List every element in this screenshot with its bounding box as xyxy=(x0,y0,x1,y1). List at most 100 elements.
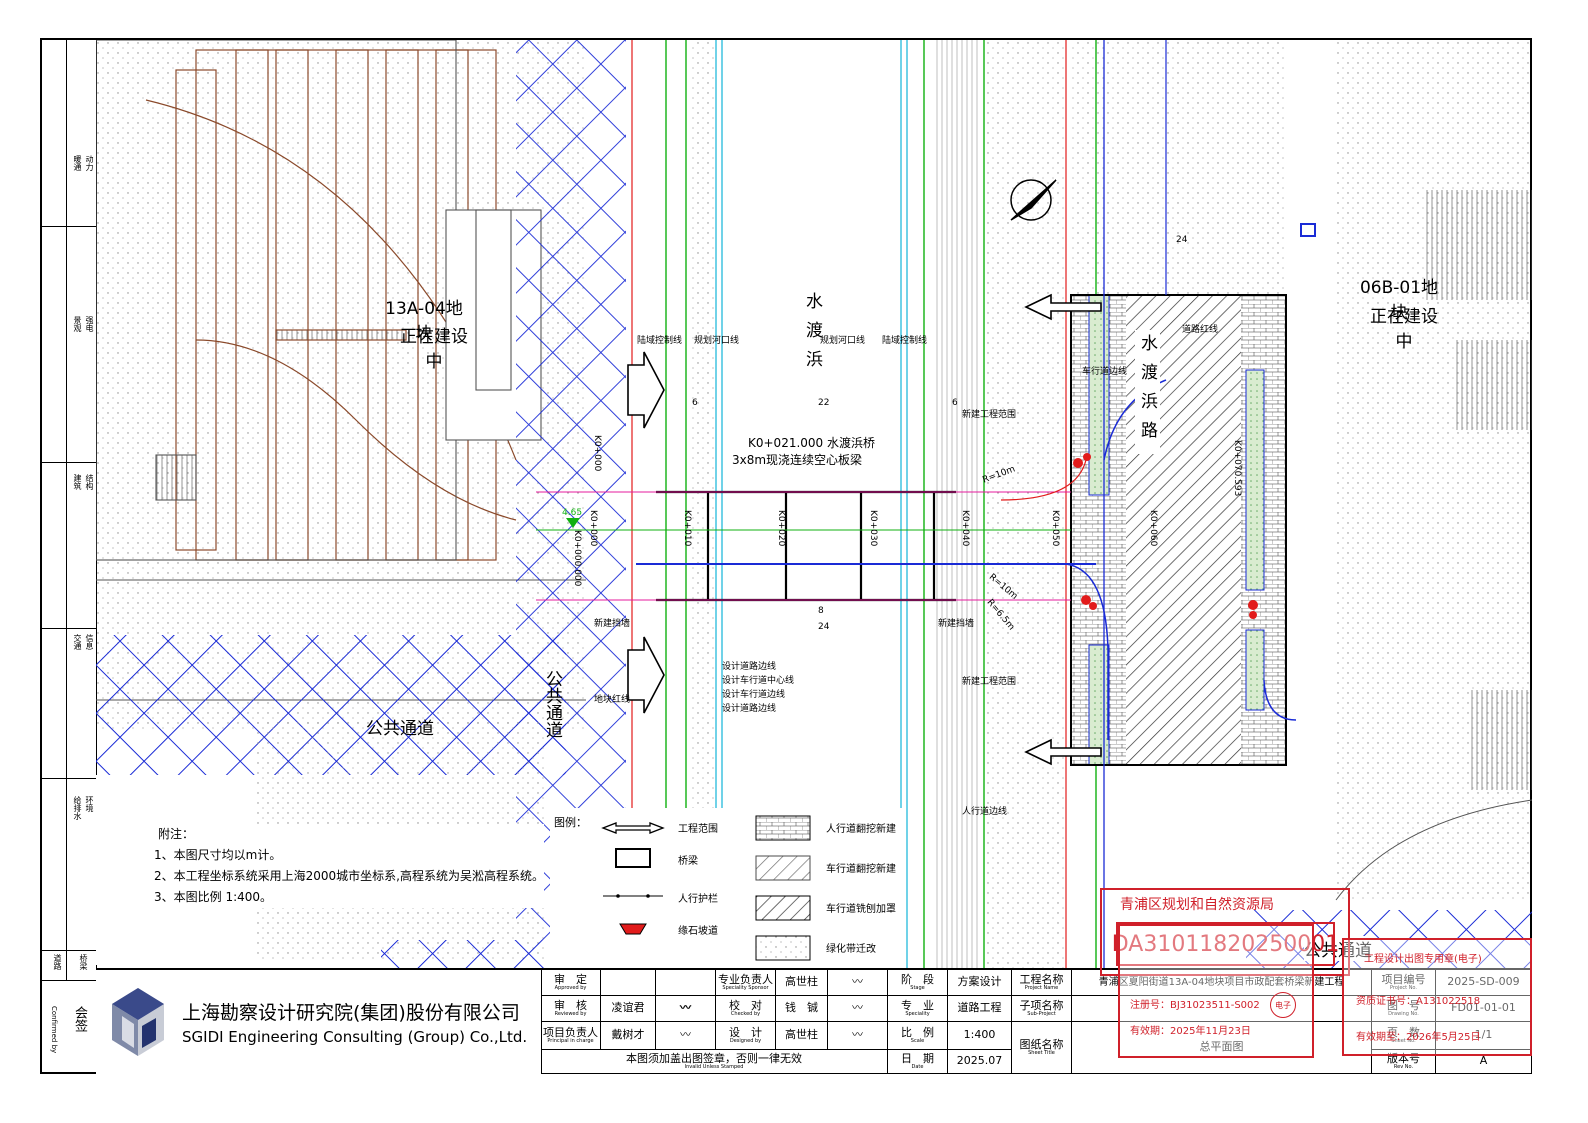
station-label: K0+070.593 xyxy=(1232,440,1242,497)
legend: 图例： 工程范围 桥梁 人行护栏 缘石坡道 人行道翻挖新建 车行道翻挖新建 车行… xyxy=(550,808,902,978)
bureau-name: 青浦区规划和自然资源局 xyxy=(1120,897,1274,913)
design-lines: 设计道路边线 设计车行道中心线 设计车行道边线 设计道路边线 xyxy=(722,660,794,716)
control-line-label: 陆域控制线 xyxy=(882,336,928,346)
project-value: 青浦区夏阳街道13A-04地块项目市政配套桥梁新建工程 xyxy=(1072,970,1372,996)
strip-label: 建筑 xyxy=(73,474,82,490)
strip-row-3: 建筑 结构 xyxy=(42,462,96,629)
reviewed-signature: 〰 xyxy=(656,996,716,1022)
legend-label: 车行道铣刨加罩 xyxy=(826,904,896,915)
strip-label: 桥梁 xyxy=(79,954,88,970)
rev-value: A xyxy=(1436,1050,1532,1074)
station-label: K0+020 xyxy=(776,510,786,547)
elevation-mark: 4.65 xyxy=(562,508,583,518)
strip-label: 暖通 xyxy=(73,155,82,171)
legend-title: 图例： xyxy=(554,816,587,829)
principal-name: 戴树才 xyxy=(601,1022,656,1050)
design-line-label: 设计道路边线 xyxy=(722,704,777,714)
qualification-stamp: 工程设计出图专用章(电子) 资质证书号：A131022518 有效期至：2026… xyxy=(1342,938,1532,1056)
notes-item: 3、本图比例 1:400。 xyxy=(154,890,273,904)
station-label: K0+000 xyxy=(588,510,598,547)
date-value: 2025.07 xyxy=(948,1050,1012,1074)
parcel-east-status: 正在建设中 xyxy=(1370,307,1438,352)
company-logo-icon xyxy=(112,988,164,1056)
parcel-west-name: 13A-04地块 xyxy=(385,299,463,344)
strip-row-1: 暖通 动力 xyxy=(42,40,96,227)
notes-item: 1、本图尺寸均以m计。 xyxy=(154,848,282,862)
legend-symbols-right xyxy=(755,815,811,961)
dimension-label: 6 xyxy=(692,398,698,408)
strip-row-2: 景观 强电 xyxy=(42,226,96,463)
specialty-name: 高世柱 xyxy=(776,970,828,996)
road-red-line-label: 道路红线 xyxy=(1182,325,1219,335)
designed-signature: 〰 xyxy=(828,1022,888,1050)
station-label: K0+050 xyxy=(1050,510,1060,547)
design-line-label: 设计车行道中心线 xyxy=(722,676,795,686)
control-line-label: 规划河口线 xyxy=(694,336,740,346)
scope-label: 新建工程范围 xyxy=(962,677,1017,687)
strip-row-4: 交通 信息 xyxy=(42,628,96,779)
title-block: 上海勘察设计研究院(集团)股份有限公司 SGIDI Engineering Co… xyxy=(96,968,1532,1076)
designer-seal-stamp: 注册号：BJ31023511-S002 电子 有效期：2025年11月23日 xyxy=(1118,924,1314,1058)
parcel-east-name: 06B-01地块 xyxy=(1359,278,1439,323)
river-name: 水渡浜 xyxy=(802,292,822,379)
station-label: K0+000 xyxy=(592,435,602,472)
subproject-value xyxy=(1072,996,1372,1022)
strip-label: 强电 xyxy=(85,316,94,332)
scope-label: 新建工程范围 xyxy=(962,410,1017,420)
pedestrian-line-label: 人行道边线 xyxy=(962,807,1008,817)
legend-label: 工程范围 xyxy=(678,824,718,835)
company-name-en: SGIDI Engineering Consulting (Group) Co.… xyxy=(182,1028,528,1046)
station-label: K0+060 xyxy=(1148,510,1158,547)
company-name-zh: 上海勘察设计研究院(集团)股份有限公司 xyxy=(182,1002,520,1024)
control-line-label: 陆域控制线 xyxy=(637,336,683,346)
company-cell: 上海勘察设计研究院(集团)股份有限公司 SGIDI Engineering Co… xyxy=(96,970,542,1074)
strip-label: 动力 xyxy=(85,155,94,171)
public-passage-label-vertical: 公共通道 xyxy=(542,670,562,738)
cert-valid: 有效期至：2026年5月25日 xyxy=(1356,1032,1481,1043)
road-name: 水渡浜路 xyxy=(1135,330,1160,454)
seal-reg-no: 注册号：BJ31023511-S002 xyxy=(1130,1000,1260,1011)
stage-value: 方案设计 xyxy=(948,970,1012,996)
retaining-wall-label: 新建挡墙 xyxy=(938,619,975,629)
strip-label: 结构 xyxy=(85,474,94,490)
drawing-sheet: 暖通 动力 景观 强电 建筑 结构 交通 信息 给排水 环境 道路 桥梁 会签 xyxy=(40,38,1532,1076)
notes: 附注： 1、本图尺寸均以m计。 2、本工程坐标系统采用上海2000城市坐标系,高… xyxy=(154,824,544,908)
seal-e-mark: 电子 xyxy=(1270,992,1296,1018)
station-label: K0+040 xyxy=(960,510,970,547)
strip-label: 给排水 xyxy=(73,796,82,820)
lane-line-label: 车行道边线 xyxy=(1082,367,1128,377)
seal-valid: 有效期：2025年11月23日 xyxy=(1130,1026,1251,1037)
speciality-value: 道路工程 xyxy=(948,996,1012,1022)
notes-item: 2、本工程坐标系统采用上海2000城市坐标系,高程系统为吴淞高程系统。 xyxy=(154,869,544,883)
confirm-label: 会签 xyxy=(72,1006,87,1032)
strip-label: 信息 xyxy=(85,634,94,650)
strip-row-6: 道路 桥梁 xyxy=(42,950,96,981)
legend-symbols-left xyxy=(601,822,665,935)
legend-label: 人行道翻挖新建 xyxy=(826,824,896,835)
countersign-strip: 暖通 动力 景观 强电 建筑 结构 交通 信息 给排水 环境 道路 桥梁 会签 xyxy=(42,40,97,1074)
legend-label: 绿化带迁改 xyxy=(826,944,876,955)
strip-label: 道路 xyxy=(53,954,62,970)
strip-row-5: 给排水 环境 xyxy=(42,778,96,951)
principal-signature: 〰 xyxy=(656,1022,716,1050)
checked-signature: 〰 xyxy=(828,996,888,1022)
designed-name: 高世柱 xyxy=(776,1022,828,1050)
site-plan xyxy=(96,40,1532,968)
notes-title: 附注： xyxy=(158,827,195,841)
retaining-wall-label: 新建挡墙 xyxy=(594,619,631,629)
legend-label: 人行护栏 xyxy=(678,894,718,905)
